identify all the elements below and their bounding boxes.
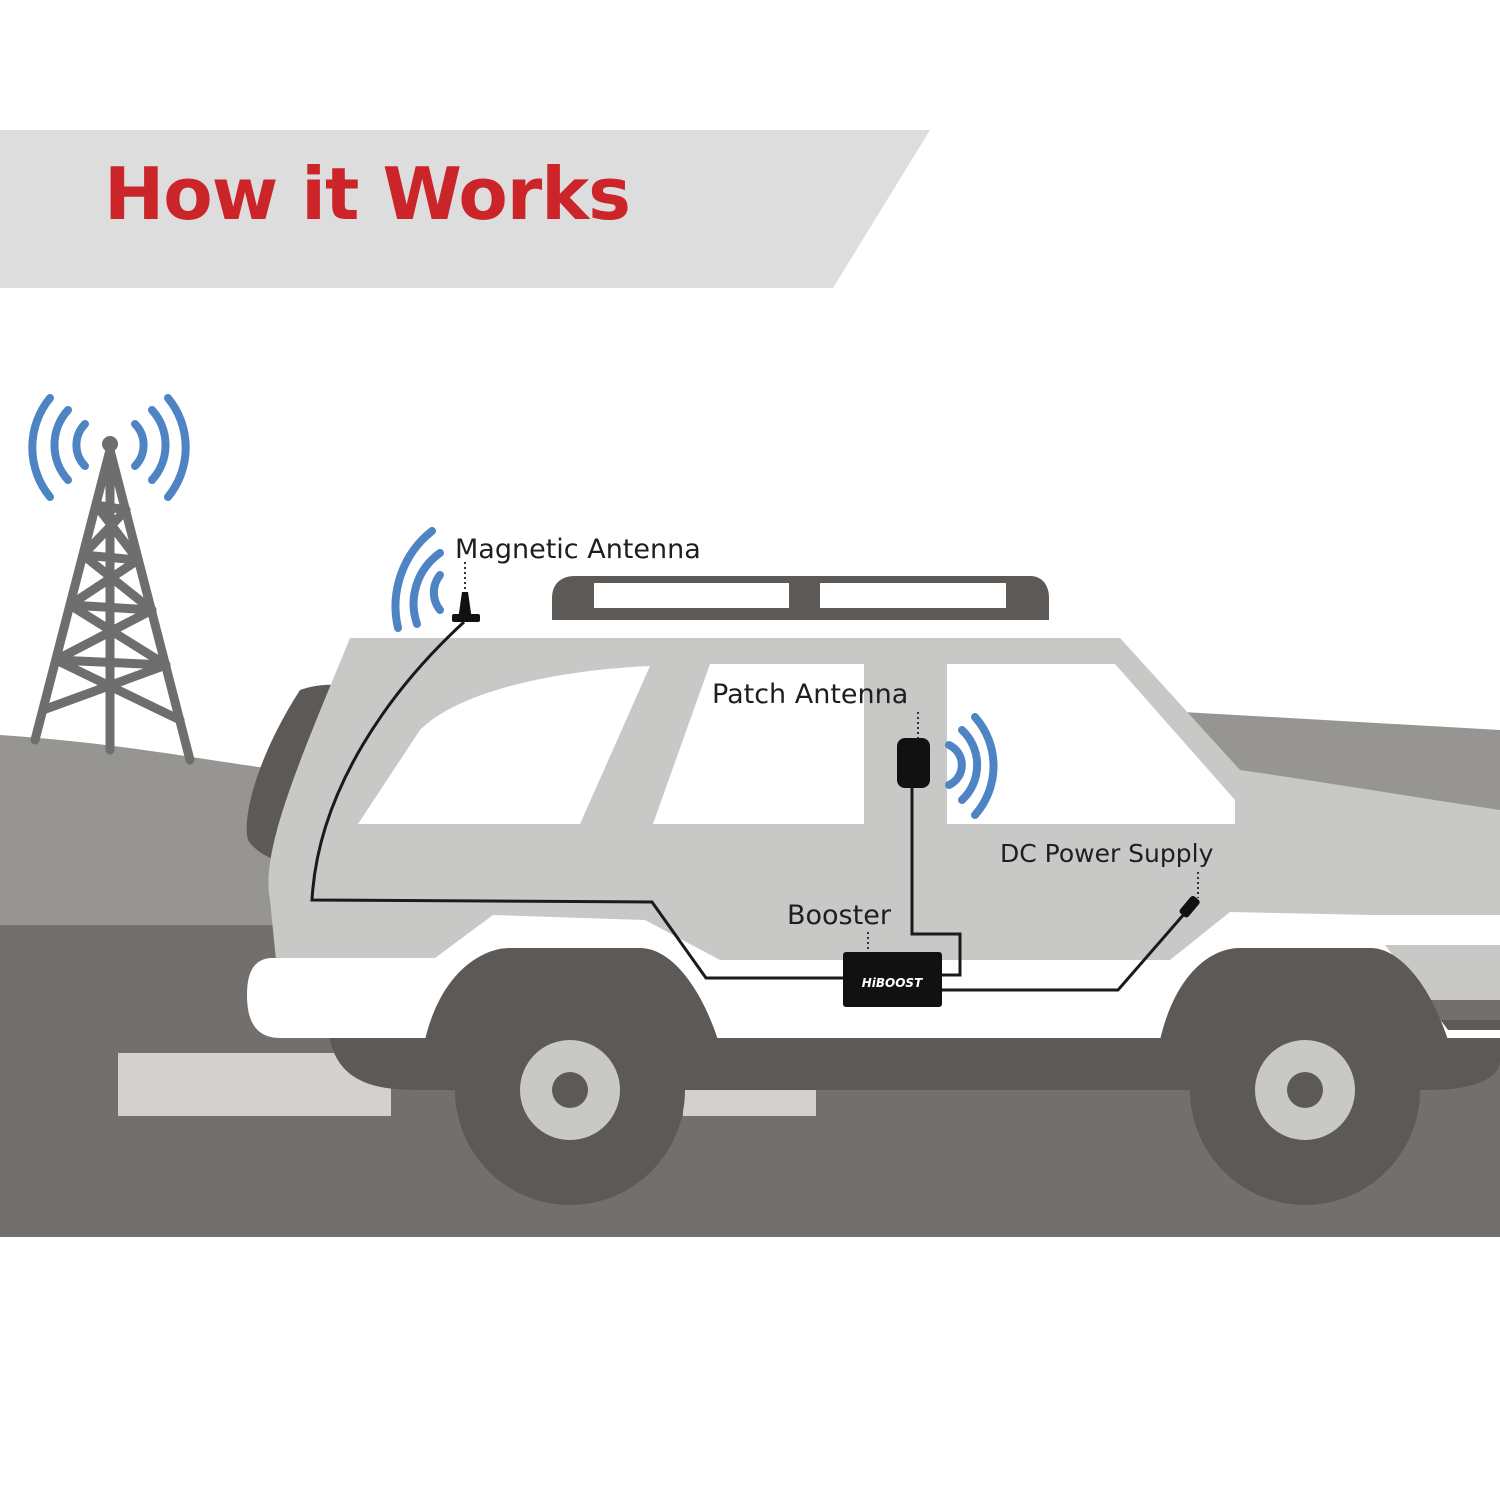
dc-power-plug-icon [1179, 872, 1200, 918]
middle-window [653, 664, 864, 824]
tower-top [102, 436, 118, 452]
booster-brand-logo: HiBOOST [862, 976, 923, 990]
rear-window [358, 666, 650, 824]
front-wheel-center [1287, 1072, 1323, 1108]
cell-tower-icon [30, 445, 195, 765]
tower-signal-waves-icon [28, 394, 190, 501]
front-window [947, 664, 1235, 824]
label-magnetic-antenna: Magnetic Antenna [455, 534, 701, 565]
patch-antenna-icon [897, 712, 930, 788]
patch-antenna-cable [910, 788, 962, 977]
magnetic-antenna-icon [452, 562, 480, 622]
page-title: How it Works [104, 152, 631, 236]
booster-unit-icon [843, 932, 942, 1007]
antenna-signal-waves-icon [391, 527, 444, 632]
lane-marking-right [683, 1090, 816, 1116]
banner-background [0, 130, 930, 288]
label-patch-antenna: Patch Antenna [712, 679, 909, 710]
patch-signal-waves-icon [945, 713, 998, 819]
roof-rack-slot-right [820, 583, 1006, 608]
antenna-cable [310, 620, 843, 980]
roof-rack-slot-left [594, 583, 789, 608]
power-cable [942, 912, 1187, 992]
rear-wheel-center [552, 1072, 588, 1108]
label-booster: Booster [787, 900, 891, 931]
label-dc-power-supply: DC Power Supply [1000, 839, 1214, 868]
